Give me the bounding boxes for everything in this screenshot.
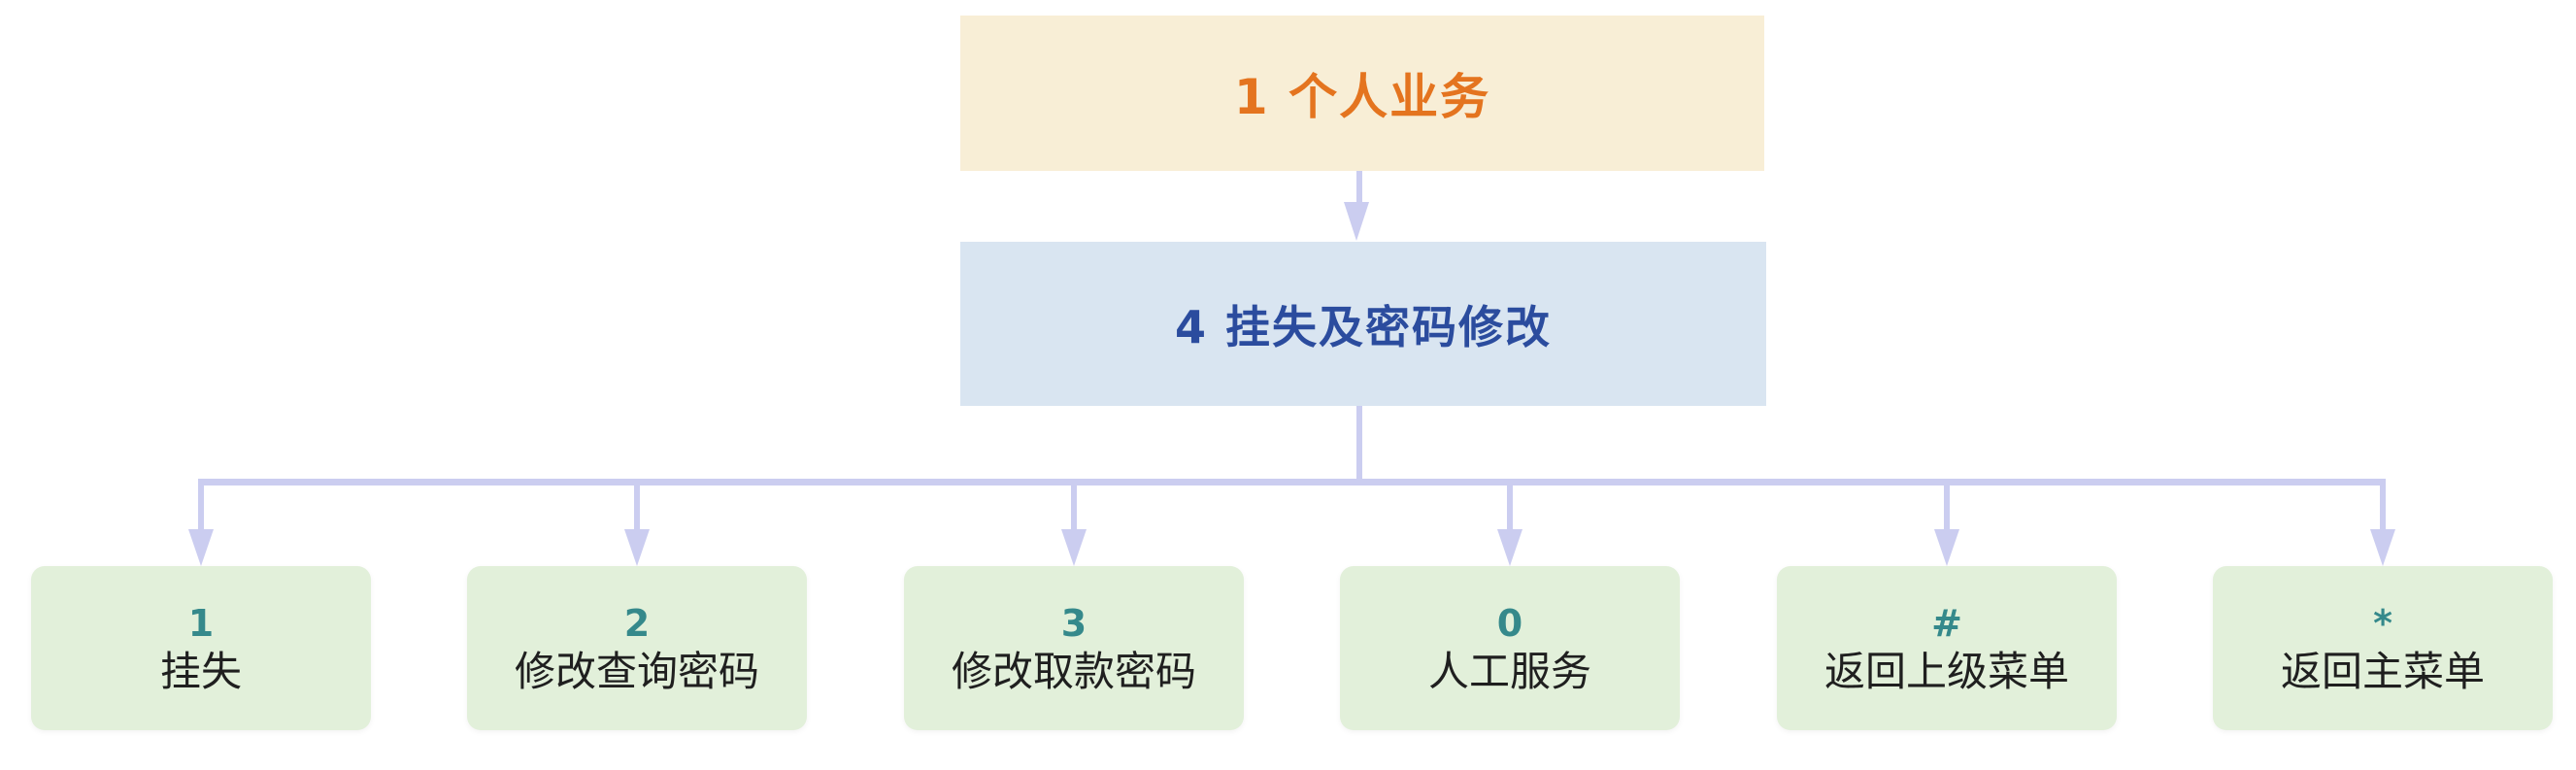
branch-arrowhead-icon [1934,529,1959,566]
option-label: 修改取款密码 [951,647,1196,695]
option-column: 0 人工服务 [1340,479,1680,770]
option-key: 0 [1496,601,1523,645]
option-column: 3 修改取款密码 [904,479,1244,770]
branch-connector-line [1507,479,1513,532]
option-key: 3 [1060,601,1087,645]
branch-connector-line [2380,479,2386,532]
branch-rail-connector-line [198,479,2386,485]
option-label: 返回上级菜单 [1823,647,2069,695]
branch-arrowhead-icon [188,529,214,566]
option-column: # 返回上级菜单 [1777,479,2117,770]
submenu-node-loss-report-and-password: 4 挂失及密码修改 [960,242,1766,406]
option-label: 挂失 [159,647,242,695]
branch-arrowhead-icon [1061,529,1087,566]
option-key: 2 [623,601,651,645]
option-column: 1 挂失 [31,479,371,770]
submenu-stem-connector-line [1356,406,1362,485]
option-label: 人工服务 [1427,647,1591,695]
option-key: # [1931,601,1962,645]
branch-connector-line [1071,479,1077,532]
option-node-agent-service: 0 人工服务 [1340,566,1680,730]
branch-arrowhead-icon [1497,529,1522,566]
branch-arrowhead-icon [2370,529,2395,566]
option-label: 修改查询密码 [514,647,759,695]
option-node-return-previous-menu: # 返回上级菜单 [1777,566,2117,730]
option-node-return-main-menu: * 返回主菜单 [2213,566,2553,730]
branch-connector-line [1944,479,1950,532]
option-key: 1 [187,601,215,645]
option-node-loss-report: 1 挂失 [31,566,371,730]
root-to-submenu-arrowhead-icon [1344,202,1369,241]
option-label: 返回主菜单 [2280,647,2485,695]
option-node-change-withdrawal-password: 3 修改取款密码 [904,566,1244,730]
branch-arrowhead-icon [624,529,650,566]
root-node-personal-business: 1 个人业务 [960,16,1764,171]
branch-connector-line [198,479,204,532]
branch-connector-line [634,479,640,532]
root-to-submenu-connector-line [1356,171,1362,206]
option-column: 2 修改查询密码 [467,479,807,770]
option-node-change-query-password: 2 修改查询密码 [467,566,807,730]
option-column: * 返回主菜单 [2213,479,2553,770]
option-key: * [2373,601,2392,645]
